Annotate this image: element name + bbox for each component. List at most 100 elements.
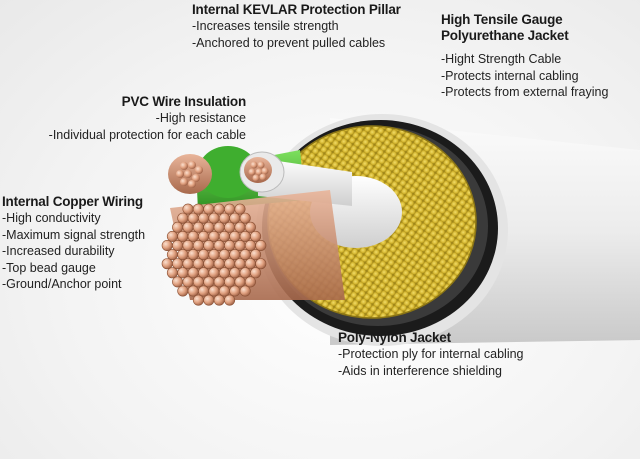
copper-strand: [213, 240, 225, 252]
callout-title: Internal KEVLAR Protection Pillar: [192, 2, 401, 17]
copper-strand: [229, 285, 241, 297]
copper-strand: [172, 276, 184, 288]
copper-strand: [198, 249, 210, 261]
copper-strand: [203, 276, 215, 288]
copper-strand: [172, 221, 184, 233]
copper-strand: [208, 285, 220, 297]
copper-strand: [234, 203, 246, 215]
callout-title-line: High Tensile Gauge: [441, 12, 563, 27]
copper-strand: [234, 258, 246, 270]
copper-strand: [229, 230, 241, 242]
copper-strand: [192, 203, 204, 215]
copper-strand: [244, 221, 256, 233]
copper-strand: [239, 249, 251, 261]
copper-strand: [192, 276, 204, 288]
copper-strand: [213, 203, 225, 215]
copper-strand: [244, 240, 256, 252]
copper-strand: [192, 294, 204, 306]
copper-strand: [182, 221, 194, 233]
copper-strand: [187, 230, 199, 242]
copper-strand: [166, 230, 178, 242]
copper-strand: [255, 258, 267, 270]
callout-item: -Protects internal cabling: [441, 68, 579, 83]
copper-strand: [172, 258, 184, 270]
copper-strand: [244, 258, 256, 270]
callout-item: -Protects from external fraying: [441, 85, 609, 99]
callout-item: -Ground/Anchor point: [2, 277, 122, 291]
callout-item: -Hight Strength Cable: [441, 52, 562, 66]
copper-strand: [203, 203, 215, 215]
copper-strand: [187, 267, 199, 279]
callout-pvc: PVC Wire Insulation -High resistance -In…: [6, 94, 247, 143]
callout-nylon: Poly-Nylon Jacket -Protection ply for in…: [338, 330, 524, 379]
copper-strand: [203, 221, 215, 233]
copper-strand: [224, 240, 236, 252]
copper-strand: [239, 285, 251, 297]
large-copper-bundle: [161, 203, 267, 306]
callout-item: -Increased durability: [2, 244, 115, 258]
callout-title-line: Polyurethane Jacket: [441, 28, 569, 43]
copper-strand: [255, 240, 267, 252]
copper-strand: [182, 276, 194, 288]
copper-strand: [229, 267, 241, 279]
callout-item: -High resistance: [155, 111, 246, 125]
copper-strand: [203, 240, 215, 252]
copper-strand: [192, 240, 204, 252]
copper-strand: [229, 249, 241, 261]
copper-strand: [218, 267, 230, 279]
copper-strand: [218, 285, 230, 297]
small-copper-bundle-green: [168, 154, 212, 194]
copper-strand: [213, 276, 225, 288]
copper-strand: [224, 258, 236, 270]
copper-strand: [250, 230, 262, 242]
copper-strand: [166, 267, 178, 279]
copper-strand: [213, 258, 225, 270]
copper-strand: [224, 294, 236, 306]
copper-strand: [166, 249, 178, 261]
copper-strand: [177, 230, 189, 242]
copper-strand: [182, 258, 194, 270]
copper-strand: [234, 240, 246, 252]
copper-strand: [177, 212, 189, 224]
callout-item: -Individual protection for each cable: [48, 127, 246, 142]
copper-strand: [177, 267, 189, 279]
copper-strand: [182, 240, 194, 252]
callout-kevlar: Internal KEVLAR Protection Pillar -Incre…: [192, 2, 401, 51]
copper-strand: [192, 258, 204, 270]
callout-item: -High conductivity: [2, 211, 101, 225]
copper-strand: [161, 258, 173, 270]
callout-copper: Internal Copper Wiring -High conductivit…: [2, 194, 145, 293]
callout-item: -Protection ply for internal cabling: [338, 347, 524, 361]
small-copper-bundle-white: [244, 157, 272, 183]
copper-strand: [177, 249, 189, 261]
copper-strand: [198, 285, 210, 297]
copper-strand: [187, 285, 199, 297]
copper-strand: [182, 203, 194, 215]
copper-strand: [218, 212, 230, 224]
copper-strand: [239, 230, 251, 242]
copper-strand: [213, 294, 225, 306]
callout-title: Internal Copper Wiring: [2, 194, 143, 209]
copper-strand: [161, 240, 173, 252]
copper-strand: [192, 221, 204, 233]
callout-title: Poly-Nylon Jacket: [338, 330, 451, 345]
copper-strand: [198, 267, 210, 279]
copper-strand: [229, 212, 241, 224]
copper-strand: [234, 221, 246, 233]
copper-strand: [218, 249, 230, 261]
copper-strand: [172, 240, 184, 252]
copper-strand: [208, 212, 220, 224]
copper-strand: [203, 258, 215, 270]
callout-jacket: High Tensile Gauge Polyurethane Jacket -…: [441, 12, 608, 101]
copper-strand: [218, 230, 230, 242]
copper-strand: [239, 212, 251, 224]
callout-title: PVC Wire Insulation: [121, 94, 247, 109]
copper-strand: [250, 249, 262, 261]
callout-item: -Maximum signal strength: [2, 227, 146, 242]
copper-strand: [244, 276, 256, 288]
copper-strand: [203, 294, 215, 306]
copper-strand: [187, 212, 199, 224]
callout-item: -Aids in interference shielding: [338, 363, 502, 378]
